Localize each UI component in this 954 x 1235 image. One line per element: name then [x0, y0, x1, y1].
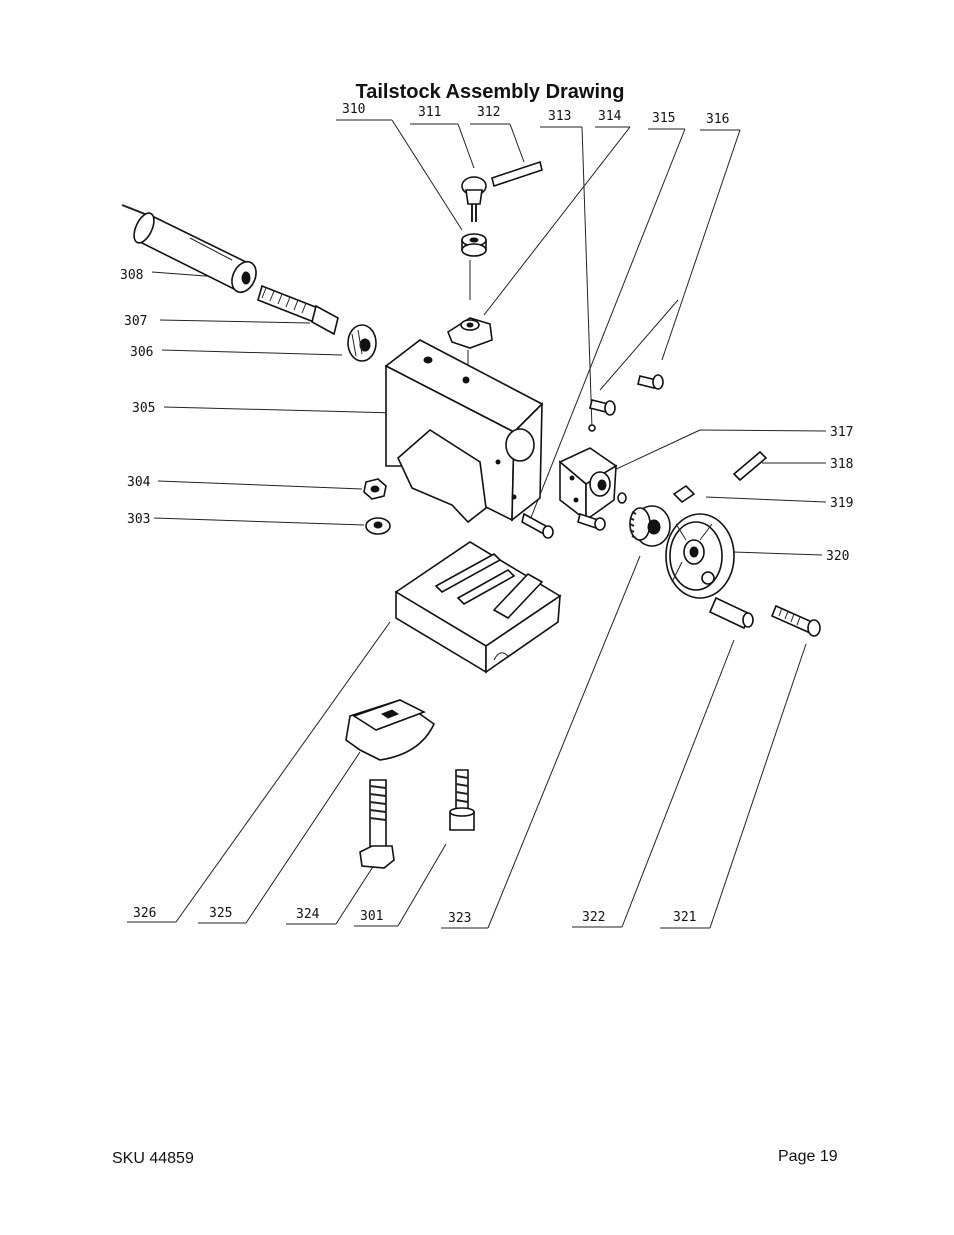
label-325: 325 [198, 906, 246, 924]
svg-text:308: 308 [120, 268, 143, 283]
label-324: 324 [286, 907, 336, 925]
label-301: 301 [354, 909, 398, 927]
svg-text:317: 317 [830, 425, 853, 440]
svg-text:322: 322 [582, 910, 605, 925]
label-303: 303 [127, 512, 150, 527]
label-307: 307 [124, 314, 147, 329]
svg-text:311: 311 [418, 105, 441, 120]
part-301-cap-screw [449, 769, 475, 831]
part-307-lead-screw [257, 284, 339, 336]
part-316-bolt [637, 374, 664, 390]
label-313: 313 [540, 109, 582, 128]
label-323: 323 [441, 911, 488, 929]
svg-text:324: 324 [296, 907, 320, 922]
label-305: 305 [132, 401, 155, 416]
sku-number: SKU 44859 [112, 1150, 194, 1167]
label-318: 318 [830, 457, 853, 472]
svg-text:314: 314 [598, 109, 622, 124]
part-326-tailstock-base [394, 541, 562, 674]
part-324-hex-bolt [359, 779, 395, 869]
page-title: Tailstock Assembly Drawing [355, 81, 625, 103]
part-303-washer [365, 517, 391, 535]
label-308: 308 [120, 268, 143, 283]
part-306-nut [347, 324, 377, 362]
label-304: 304 [127, 475, 151, 490]
label-310: 310 [336, 102, 392, 121]
label-314: 314 [595, 109, 630, 128]
label-312: 312 [470, 105, 510, 125]
svg-text:323: 323 [448, 911, 471, 926]
label-320: 320 [826, 549, 849, 564]
part-323-graduated-dial [617, 492, 671, 547]
label-322: 322 [572, 910, 622, 928]
part-325-clamp-block [345, 699, 436, 761]
svg-text:303: 303 [127, 512, 150, 527]
part-313-ball [588, 424, 596, 432]
svg-text:320: 320 [826, 549, 849, 564]
label-326: 326 [127, 906, 176, 923]
part-320-handwheel [665, 513, 735, 599]
part-311-clamp-bolt [461, 176, 487, 222]
part-315-bolt [589, 399, 616, 416]
label-319: 319 [830, 496, 853, 511]
svg-text:305: 305 [132, 401, 155, 416]
svg-text:310: 310 [342, 102, 365, 117]
part-318-pin [732, 450, 768, 482]
label-317: 317 [830, 425, 853, 440]
part-310-collar [461, 233, 487, 300]
svg-text:325: 325 [209, 906, 232, 921]
label-306: 306 [130, 345, 153, 360]
label-316: 316 [700, 112, 740, 131]
svg-text:315: 315 [652, 111, 675, 126]
part-316-cap-screw [577, 512, 606, 531]
part-308-quill [121, 204, 257, 294]
label-321: 321 [660, 910, 710, 929]
svg-text:307: 307 [124, 314, 147, 329]
svg-text:312: 312 [477, 105, 500, 120]
svg-text:318: 318 [830, 457, 853, 472]
label-315: 315 [648, 111, 685, 130]
label-311: 311 [410, 105, 458, 125]
part-315-cap-screw [521, 512, 554, 539]
svg-text:304: 304 [127, 475, 151, 490]
svg-text:326: 326 [133, 906, 156, 921]
part-314-clamp-plate [447, 317, 493, 378]
part-317-bearing-block [558, 447, 618, 522]
part-305-tailstock-body [384, 339, 544, 524]
part-304-nut [363, 478, 387, 500]
part-321-handle-screw [770, 604, 821, 637]
part-312-pin [491, 160, 543, 188]
page-number: Page 19 [778, 1148, 838, 1165]
svg-text:321: 321 [673, 910, 696, 925]
svg-text:316: 316 [706, 112, 729, 127]
svg-text:301: 301 [360, 909, 383, 924]
svg-text:313: 313 [548, 109, 571, 124]
part-319-key [672, 484, 696, 504]
part-322-handle [708, 596, 754, 630]
leader-lines [151, 119, 827, 929]
svg-text:319: 319 [830, 496, 853, 511]
svg-text:306: 306 [130, 345, 153, 360]
